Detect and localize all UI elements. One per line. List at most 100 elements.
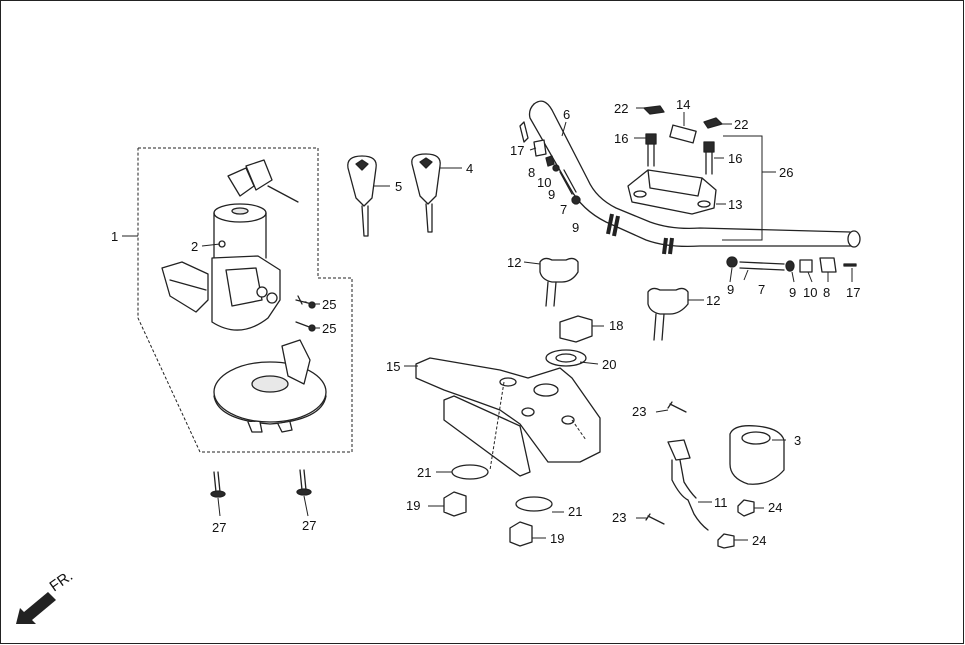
callout-27-right: 27 (302, 518, 316, 533)
callout-6: 6 (563, 107, 570, 122)
callout-21-right: 21 (568, 504, 582, 519)
pin-17-left (519, 121, 529, 143)
bolts-27 (210, 469, 312, 498)
lower-holder-12-right (647, 287, 689, 315)
bracket-and-cover (645, 401, 785, 549)
right-handlebar-weight-parts (726, 256, 857, 273)
lower-holders (539, 257, 689, 341)
weight-8-left (533, 139, 547, 157)
callout-27-left: 27 (212, 520, 226, 535)
wire-connector (161, 261, 209, 313)
cap-22-left (643, 105, 665, 115)
callout-21-left: 21 (417, 465, 431, 480)
bracket-11-top (667, 439, 691, 461)
callout-9-right-b: 9 (789, 285, 796, 300)
weight-8-right (819, 257, 837, 273)
bolt-27-left (213, 471, 221, 493)
nut-19-left (443, 491, 467, 517)
rod-7-right (739, 261, 785, 271)
key-blade (267, 185, 299, 203)
screw-23-lower (645, 513, 665, 525)
front-direction-label: FR. (47, 567, 77, 595)
ignition-body (211, 255, 281, 331)
bolt-16-right (705, 151, 713, 175)
callout-9-right-a: 9 (727, 282, 734, 297)
handlebar-upper-holder (627, 105, 763, 241)
callout-16-left: 16 (614, 131, 628, 146)
rod-7-left (559, 169, 577, 195)
callout-9-left-b: 9 (572, 220, 579, 235)
handlebar-upper-edge (533, 100, 851, 233)
callout-10-right: 10 (803, 285, 817, 300)
callout-5: 5 (395, 179, 402, 194)
callout-23-lower: 23 (612, 510, 626, 525)
fuel-cap-hinge (281, 339, 311, 385)
leader-lines (122, 107, 853, 541)
callout-12-left: 12 (507, 255, 521, 270)
callout-26: 26 (779, 165, 793, 180)
nut-24-lower (717, 533, 735, 549)
handlebar (528, 100, 861, 255)
callout-1: 1 (111, 229, 118, 244)
lower-holder-12-left (539, 257, 579, 283)
washer-9-right-a (726, 256, 738, 268)
callout-20: 20 (602, 357, 616, 372)
callout-11: 11 (714, 495, 728, 510)
washer-21-right (515, 496, 553, 512)
callout-17-left: 17 (510, 143, 524, 158)
nut-24-upper (737, 499, 755, 517)
top-bridge (415, 357, 601, 477)
group-26-bracket (722, 135, 763, 241)
ignition-switch-group (137, 147, 353, 453)
callout-22-left: 22 (614, 101, 628, 116)
callout-24-lower: 24 (752, 533, 766, 548)
stem-nut-18 (559, 315, 593, 343)
spacer-10-right (799, 259, 813, 273)
screw-23-upper (667, 401, 687, 413)
callout-18: 18 (609, 318, 623, 333)
bracket-11 (671, 459, 709, 531)
callout-12-right: 12 (706, 293, 720, 308)
cap-22-right (703, 117, 723, 129)
key-5 (347, 155, 377, 207)
spacer-10-left (545, 155, 555, 167)
callout-7-right: 7 (758, 282, 765, 297)
callout-22-right: 22 (734, 117, 748, 132)
front-arrow-icon (16, 592, 56, 624)
bolt-27-right (299, 469, 307, 491)
callout-24-upper: 24 (768, 500, 782, 515)
left-handlebar-weight-parts (519, 121, 581, 205)
callout-19-right: 19 (550, 531, 564, 546)
ignition-key-b (245, 159, 273, 191)
callout-25-upper: 25 (322, 297, 336, 312)
callout-19-left: 19 (406, 498, 420, 513)
callout-23-upper: 23 (632, 404, 646, 419)
callout-14: 14 (676, 97, 690, 112)
callout-4: 4 (466, 161, 473, 176)
handlebar-end (847, 230, 861, 248)
stem-nut-parts (545, 315, 593, 367)
label-14 (669, 124, 697, 144)
callout-8-left: 8 (528, 165, 535, 180)
callout-3: 3 (794, 433, 801, 448)
spare-keys (347, 153, 441, 237)
callout-10-left: 10 (537, 175, 551, 190)
ignition-group-outline (137, 147, 353, 453)
callout-17-right: 17 (846, 285, 860, 300)
washer-9-left-b (571, 195, 581, 205)
nut-19-right (509, 521, 533, 547)
pin-17-right (843, 263, 857, 267)
key-4 (411, 153, 441, 205)
washer-21-left (451, 464, 489, 480)
washers-and-nuts (443, 464, 553, 547)
callout-7-left: 7 (560, 202, 567, 217)
callout-2: 2 (191, 239, 198, 254)
callout-8-right: 8 (823, 285, 830, 300)
washer-9-right-b (785, 260, 795, 272)
callout-numbers: 1 2 3 4 5 6 7 7 8 8 9 9 9 9 10 10 11 12 … (111, 97, 860, 548)
washer-9-left-a (552, 164, 560, 172)
callout-16-right: 16 (728, 151, 742, 166)
